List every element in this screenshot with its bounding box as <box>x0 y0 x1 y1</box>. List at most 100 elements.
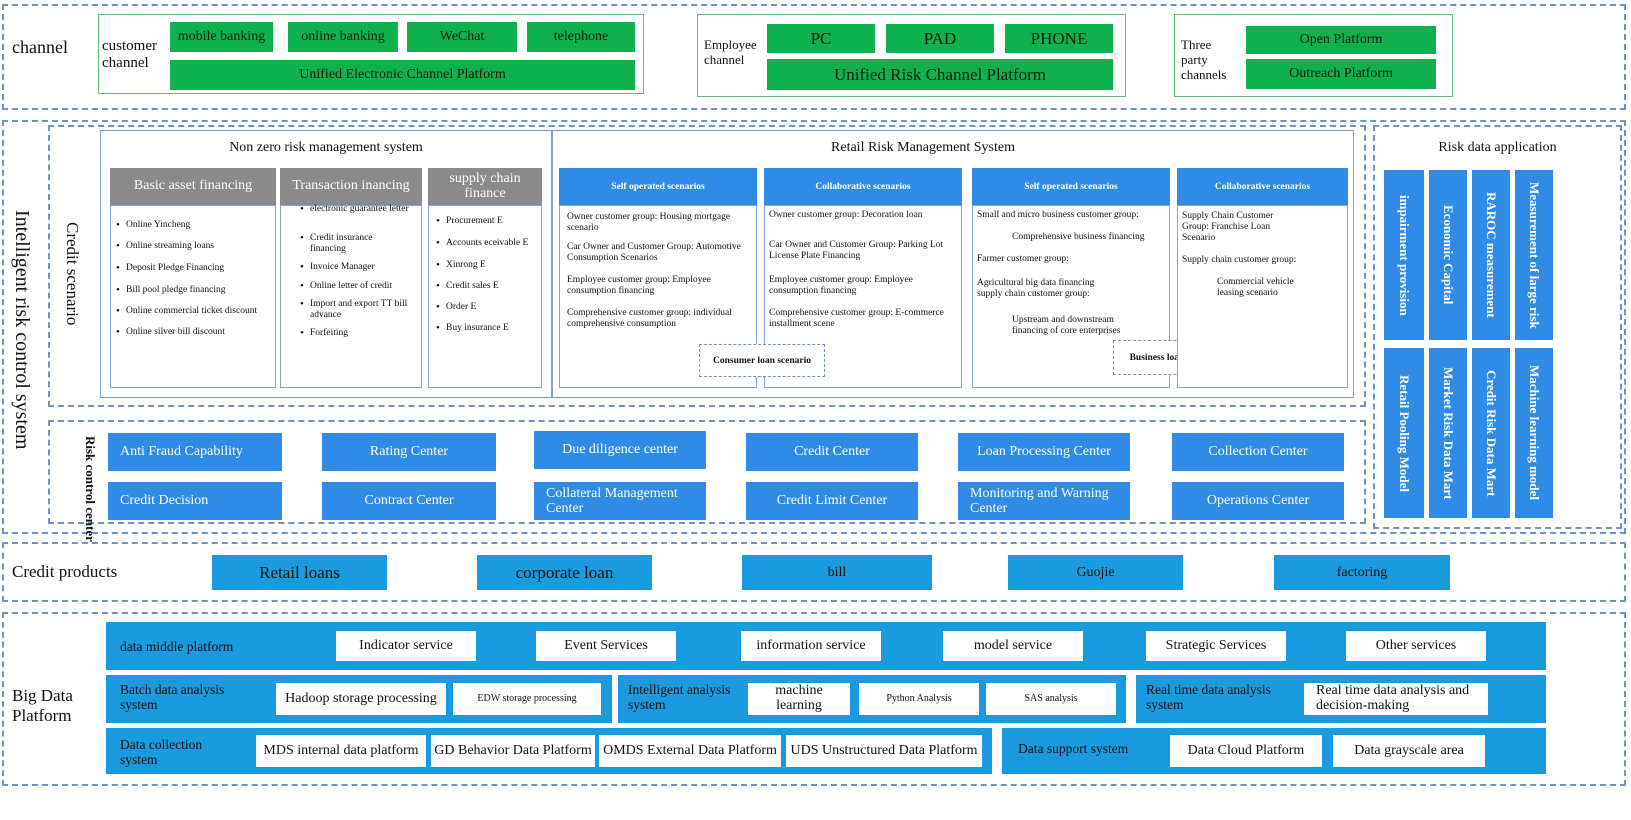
list-item: Online commercial ticket discount <box>116 305 278 318</box>
machine-learning-model-label: Machine learning model <box>1527 365 1542 501</box>
measurement-of-large-risk[interactable]: Measurement of large risk <box>1515 170 1553 340</box>
python-analysis[interactable]: Python Analysis <box>859 683 979 715</box>
measurement-of-large-risk-label: Measurement of large risk <box>1527 181 1542 329</box>
list-item: electronic guarantee letter <box>300 203 410 216</box>
impairment-provision[interactable]: impairment provision <box>1384 170 1424 340</box>
realtime-decision-making[interactable]: Real time data analysis and decision-mak… <box>1304 683 1488 715</box>
raroc-measurement[interactable]: RAROC measurement <box>1472 170 1510 340</box>
data-cloud-platform[interactable]: Data Cloud Platform <box>1170 735 1322 767</box>
uds-unstructured-data-platform[interactable]: UDS Unstructured Data Platform <box>786 735 982 767</box>
due-diligence-center[interactable]: Due diligence center <box>534 431 706 469</box>
list-item: Procurement E <box>436 215 542 228</box>
bill-product[interactable]: bill <box>742 555 932 590</box>
open-platform-button[interactable]: Open Platform <box>1246 26 1436 54</box>
online-banking-button[interactable]: online banking <box>288 22 398 52</box>
unified-electronic-channel-platform[interactable]: Unified Electronic Channel Platform <box>170 60 635 90</box>
retail-item: Employee customer group: Employee consum… <box>769 275 913 296</box>
machine-learning-model[interactable]: Machine learning model <box>1515 348 1553 518</box>
third-party-channel-label: Three party channels <box>1181 37 1227 82</box>
strategic-services[interactable]: Strategic Services <box>1146 631 1286 661</box>
retail-item: Car Owner and Customer Group: Automotive… <box>567 242 741 263</box>
rating-center[interactable]: Rating Center <box>322 433 496 471</box>
machine-learning[interactable]: machine learning <box>748 683 850 715</box>
retail-item: Comprehensive customer group: E-commerce… <box>769 308 944 329</box>
other-services[interactable]: Other services <box>1346 631 1486 661</box>
retail-item: Owner customer group: Decoration loan <box>769 210 923 220</box>
sas-analysis[interactable]: SAS analysis <box>986 683 1116 715</box>
market-risk-data-mart-label: Market Risk Data Mart <box>1441 366 1456 500</box>
risk-control-center-box <box>48 420 1366 524</box>
collection-center[interactable]: Collection Center <box>1172 433 1344 471</box>
market-risk-data-mart[interactable]: Market Risk Data Mart <box>1429 348 1467 518</box>
retail-item: Employee customer group: Employee consum… <box>567 275 711 296</box>
list-item: Deposit Pledge Financing <box>116 262 274 275</box>
retail-pooling-model-label: Retail Pooling Model <box>1397 374 1412 492</box>
operations-center[interactable]: Operations Center <box>1172 482 1344 520</box>
factoring-product[interactable]: factoring <box>1274 555 1450 590</box>
data-middle-platform-label: data middle platform <box>120 639 234 654</box>
big-data-platform-label: Big Data Platform <box>12 686 73 725</box>
model-service[interactable]: model service <box>943 631 1083 661</box>
retail-item: Comprehensive business financing <box>1012 232 1145 242</box>
retail-item: Commercial vehicle leasing scenario <box>1217 277 1294 298</box>
unified-risk-channel-platform[interactable]: Unified Risk Channel Platform <box>767 59 1113 90</box>
list-item: Accounts eceivable E <box>436 237 542 250</box>
customer-channel-label: customer channel <box>102 38 157 72</box>
list-item: Online silver bill discount <box>116 326 274 339</box>
economic-capital[interactable]: Economic Capital <box>1429 170 1467 340</box>
big-data-platform-section <box>2 612 1626 786</box>
event-services[interactable]: Event Services <box>536 631 676 661</box>
contract-center[interactable]: Contract Center <box>322 482 496 520</box>
list-item: Bill pool pledge financing <box>116 284 274 297</box>
pad-button[interactable]: PAD <box>886 24 994 53</box>
basic-asset-financing-column <box>110 205 276 388</box>
employee-channel-label: Employee channel <box>704 37 757 67</box>
loan-processing-center[interactable]: Loan Processing Center <box>958 433 1130 471</box>
credit-decision[interactable]: Credit Decision <box>108 482 282 520</box>
anti-fraud-capability[interactable]: Anti Fraud Capability <box>108 433 282 471</box>
list-item: Online streaming loans <box>116 240 274 253</box>
channel-section <box>2 4 1626 110</box>
risk-control-center-label: Risk control center <box>83 436 98 542</box>
omds-external-data-platform[interactable]: OMDS External Data Platform <box>599 735 781 767</box>
retail-item: Supply chain customer group: <box>1182 255 1297 265</box>
credit-center[interactable]: Credit Center <box>746 433 918 471</box>
gd-behavior-data-platform[interactable]: GD Behavior Data Platform <box>431 735 595 767</box>
guojie-product[interactable]: Guojie <box>1008 555 1183 590</box>
list-item: Invoice Manager <box>300 261 410 274</box>
credit-limit-center[interactable]: Credit Limit Center <box>746 482 918 520</box>
supply-chain-finance-column <box>428 205 542 388</box>
monitoring-and-warning-center[interactable]: Monitoring and Warning Center <box>958 482 1130 520</box>
retail-loans-product[interactable]: Retail loans <box>212 555 387 590</box>
list-item: Forfeiting <box>300 327 410 340</box>
mds-internal-data-platform[interactable]: MDS internal data platform <box>256 735 426 767</box>
retail-column-2 <box>764 205 962 388</box>
collaborative-scenarios-head-2: Collaborative scenarios <box>1177 168 1348 205</box>
channel-label: channel <box>12 37 68 57</box>
outreach-platform-button[interactable]: Outreach Platform <box>1246 59 1436 89</box>
hadoop-storage-processing[interactable]: Hadoop storage processing <box>276 683 446 715</box>
retail-item: Owner customer group: Housing mortgage s… <box>567 212 731 233</box>
collateral-management-center[interactable]: Collateral Management Center <box>534 482 706 520</box>
phone-button[interactable]: PHONE <box>1005 24 1113 53</box>
telephone-button[interactable]: telephone <box>527 22 635 52</box>
pc-button[interactable]: PC <box>767 24 875 53</box>
indicator-service[interactable]: Indicator service <box>336 631 476 661</box>
retail-pooling-model[interactable]: Retail Pooling Model <box>1384 348 1424 518</box>
supply-chain-finance-head: supply chain finance <box>428 168 542 205</box>
credit-products-label: Credit products <box>12 562 118 581</box>
mobile-banking-button[interactable]: mobile banking <box>170 22 273 52</box>
retail-item: Agricultural big data financing supply c… <box>977 278 1095 299</box>
non-zero-risk-title: Non zero risk management system <box>229 140 423 155</box>
risk-control-section <box>2 120 1626 534</box>
batch-data-analysis-label: Batch data analysis system <box>120 682 225 712</box>
information-service[interactable]: information service <box>741 631 881 661</box>
edw-storage-processing[interactable]: EDW storage processing <box>453 683 601 715</box>
list-item: Import and export TT bill advance <box>300 298 410 321</box>
corporate-loan-product[interactable]: corporate loan <box>477 555 652 590</box>
data-grayscale-area[interactable]: Data grayscale area <box>1333 735 1485 767</box>
risk-data-application-box <box>1373 125 1622 529</box>
list-item: Xinrong E <box>436 259 542 272</box>
wechat-button[interactable]: WeChat <box>407 22 517 52</box>
credit-risk-data-mart[interactable]: Credit Risk Data Mart <box>1472 348 1510 518</box>
